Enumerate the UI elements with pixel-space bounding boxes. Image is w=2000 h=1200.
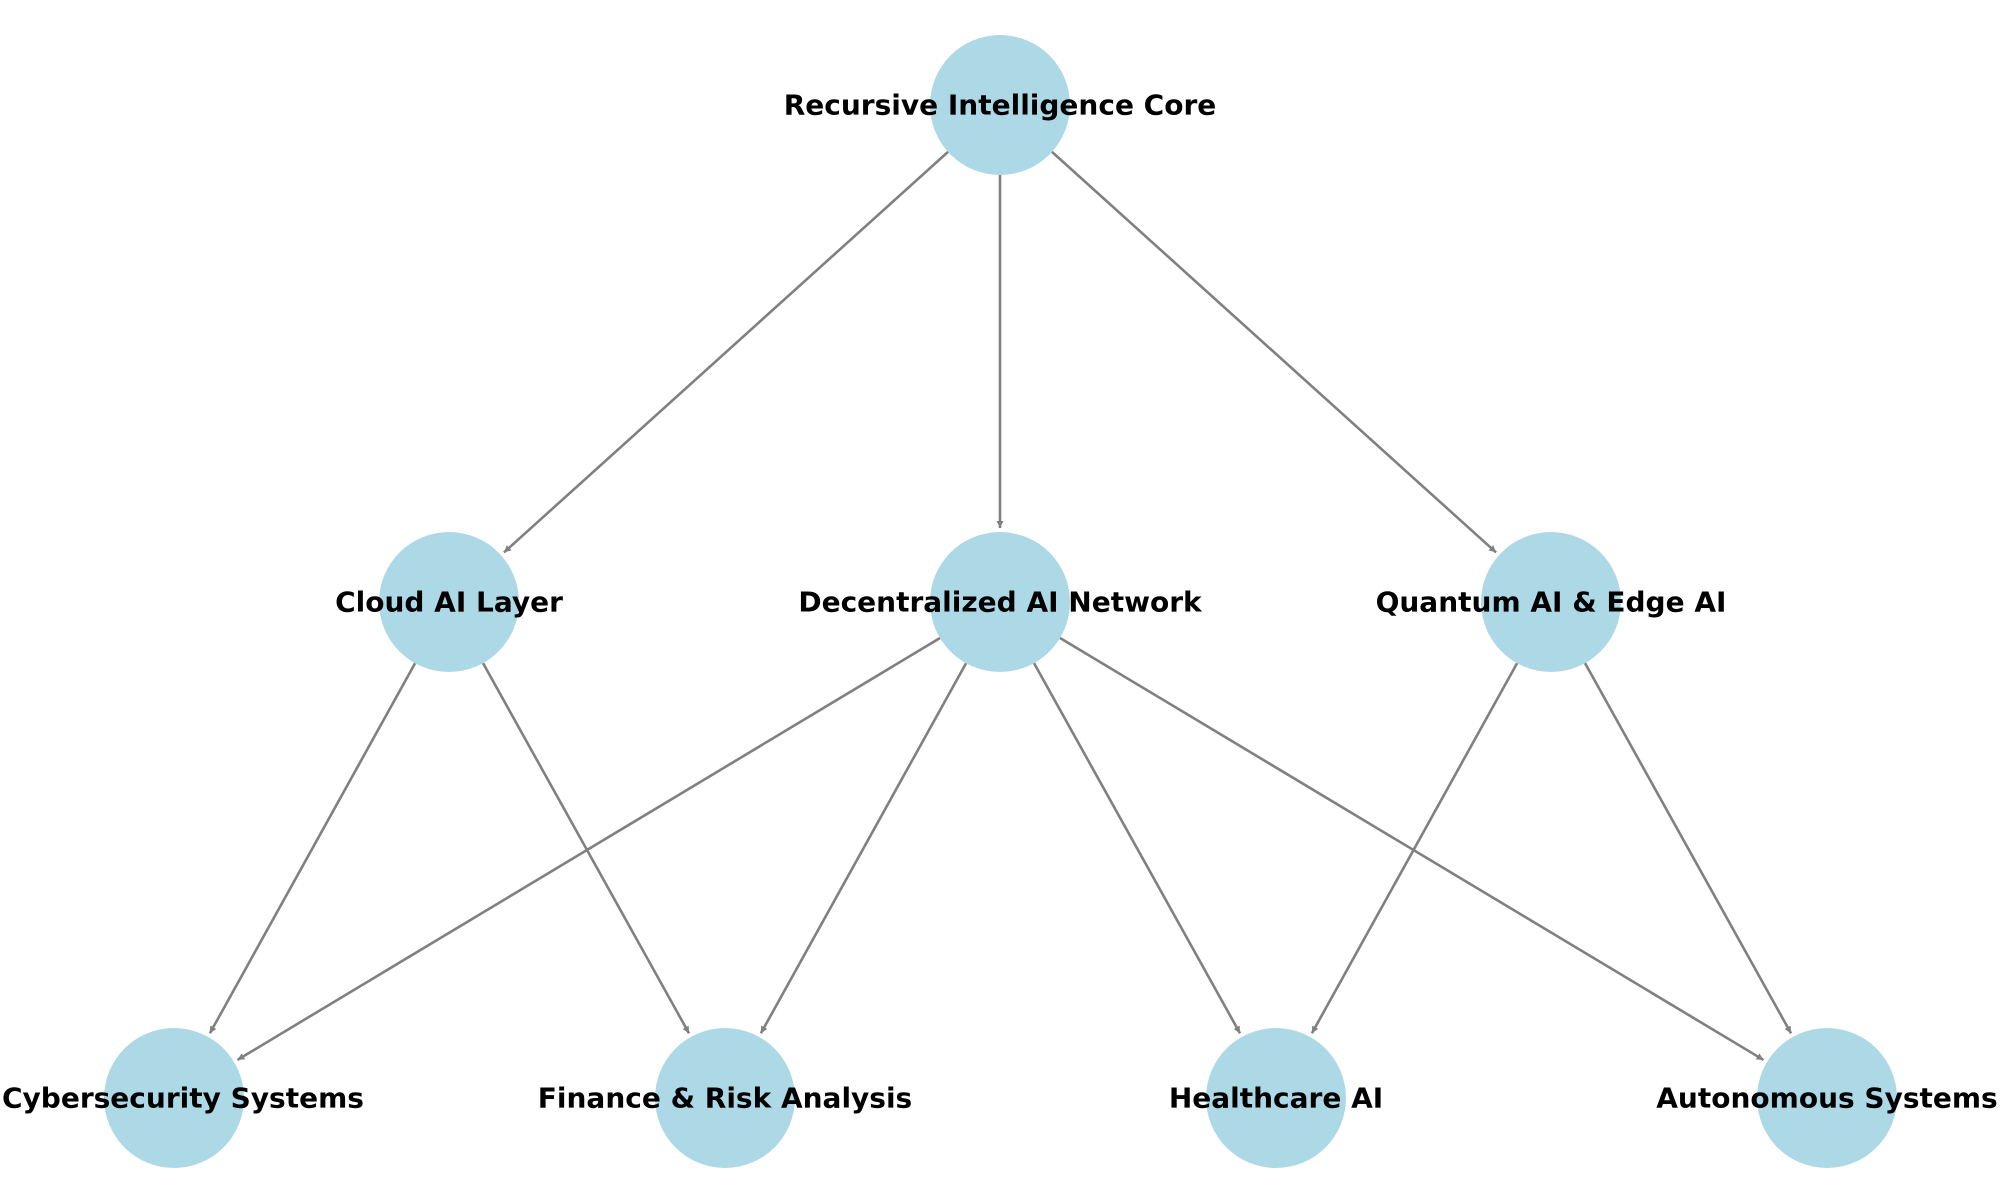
node-circle-cyber <box>104 1028 244 1168</box>
edge-cloud-to-finance <box>481 662 691 1034</box>
node-label-quantum: Quantum AI & Edge AI <box>1376 586 1727 619</box>
node-finance: Finance & Risk Analysis <box>538 1028 912 1168</box>
edge-decentral-to-cyber <box>236 636 941 1062</box>
node-label-cloud: Cloud AI Layer <box>335 586 563 619</box>
node-circle-core <box>930 35 1070 175</box>
node-circle-decentral <box>930 532 1070 672</box>
node-cyber: Cybersecurity Systems <box>2 1028 364 1168</box>
node-core: Recursive Intelligence Core <box>784 35 1217 175</box>
node-label-finance: Finance & Risk Analysis <box>538 1082 912 1115</box>
node-circle-cloud <box>379 532 519 672</box>
node-decentral: Decentralized AI Network <box>798 532 1203 672</box>
edge-decentral-to-health <box>1032 662 1242 1034</box>
edge-decentral-to-finance <box>759 662 968 1034</box>
node-label-health: Healthcare AI <box>1169 1082 1383 1115</box>
node-label-core: Recursive Intelligence Core <box>784 89 1217 122</box>
edge-core-to-quantum <box>1051 150 1497 554</box>
node-circle-health <box>1206 1028 1346 1168</box>
edges-layer <box>208 150 1793 1062</box>
edge-decentral-to-auto <box>1059 636 1765 1062</box>
node-cloud: Cloud AI Layer <box>335 532 563 672</box>
node-health: Healthcare AI <box>1169 1028 1383 1168</box>
node-quantum: Quantum AI & Edge AI <box>1376 532 1727 672</box>
node-label-auto: Autonomous Systems <box>1656 1082 1997 1115</box>
edge-core-to-cloud <box>503 150 949 554</box>
edge-quantum-to-health <box>1310 662 1519 1034</box>
node-label-decentral: Decentralized AI Network <box>798 586 1203 619</box>
edge-cloud-to-cyber <box>208 662 417 1034</box>
node-label-cyber: Cybersecurity Systems <box>2 1082 364 1115</box>
edge-quantum-to-auto <box>1583 662 1793 1034</box>
node-circle-finance <box>655 1028 795 1168</box>
node-circle-quantum <box>1481 532 1621 672</box>
node-circle-auto <box>1757 1028 1897 1168</box>
node-auto: Autonomous Systems <box>1656 1028 1998 1168</box>
